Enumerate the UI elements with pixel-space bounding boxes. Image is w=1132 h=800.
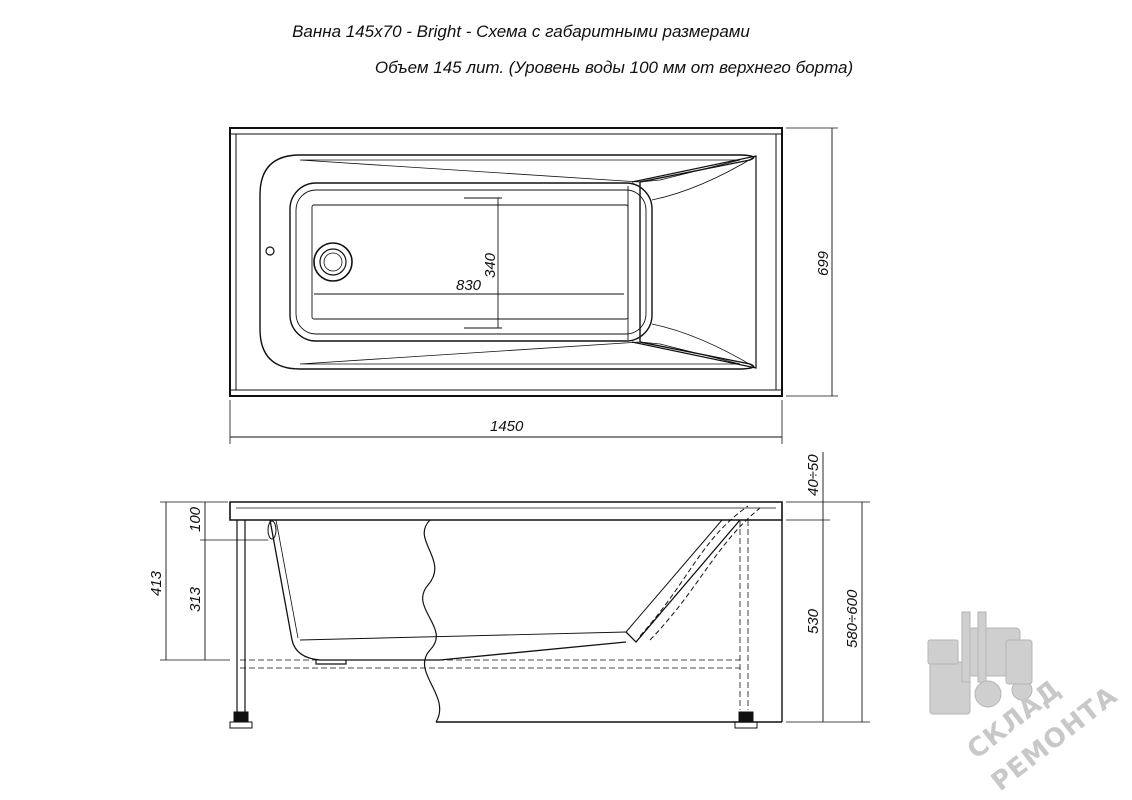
dim-panel-height: 530 [805,608,822,634]
leg-right [734,711,758,729]
drawing-subtitle: Объем 145 лит. (Уровень воды 100 мм от в… [374,58,854,77]
side-rim [229,501,783,521]
dim-width: 699 [815,250,832,276]
forklift-icon [927,611,1033,715]
overflow-icon [265,246,275,256]
dim-inner-width: 340 [482,252,499,278]
dim-rim-adjust: 40÷50 [805,454,822,496]
dim-full-height: 580÷600 [844,589,861,648]
dim-inner-length: 830 [456,277,482,294]
bowl-outline [259,154,755,370]
side-view [160,452,870,729]
top-view [229,127,838,444]
dim-water-depth: 313 [187,586,204,612]
tub-outline [229,127,783,397]
bowl-bottom [289,182,653,342]
backrest-hidden [639,505,749,637]
dim-length: 1450 [490,418,524,435]
leg-left [229,520,253,729]
watermark: СКЛАД РЕМОНТА [927,611,1124,798]
drain-icon [313,242,353,282]
break-line [422,519,441,723]
headrest [631,155,757,369]
dim-water-gap: 100 [187,506,204,532]
drawing-title: Ванна 145х70 - Bright - Схема с габаритн… [292,22,750,41]
dim-height-total: 413 [148,570,165,596]
